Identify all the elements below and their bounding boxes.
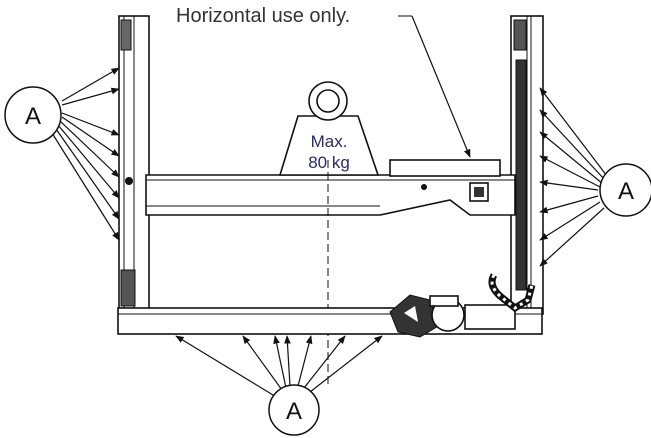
callout-a-left-label: A [25, 103, 41, 130]
carriage-platform [125, 159, 516, 216]
weight-max-label: Max. [311, 132, 348, 151]
weight-max-value: 80 kg [308, 153, 350, 172]
chain-guide [488, 273, 536, 313]
weight-block [278, 81, 380, 176]
left-upright-post [118, 15, 150, 315]
left-callout-arrows [51, 67, 120, 241]
right-callout-arrows [539, 87, 608, 267]
right-upright-post [510, 15, 544, 315]
bottom-callout-arrows [175, 335, 383, 399]
callout-a-left: A [4, 86, 62, 144]
callout-a-bottom: A [268, 384, 320, 436]
callout-a-right-label: A [618, 178, 634, 205]
callout-a-right: A [599, 163, 651, 217]
callout-a-bottom-label: A [286, 398, 302, 425]
motor [389, 294, 465, 338]
horizontal-note-leader [398, 15, 471, 158]
base-frame [117, 304, 543, 335]
horizontal-use-note: Horizontal use only. [176, 5, 350, 27]
